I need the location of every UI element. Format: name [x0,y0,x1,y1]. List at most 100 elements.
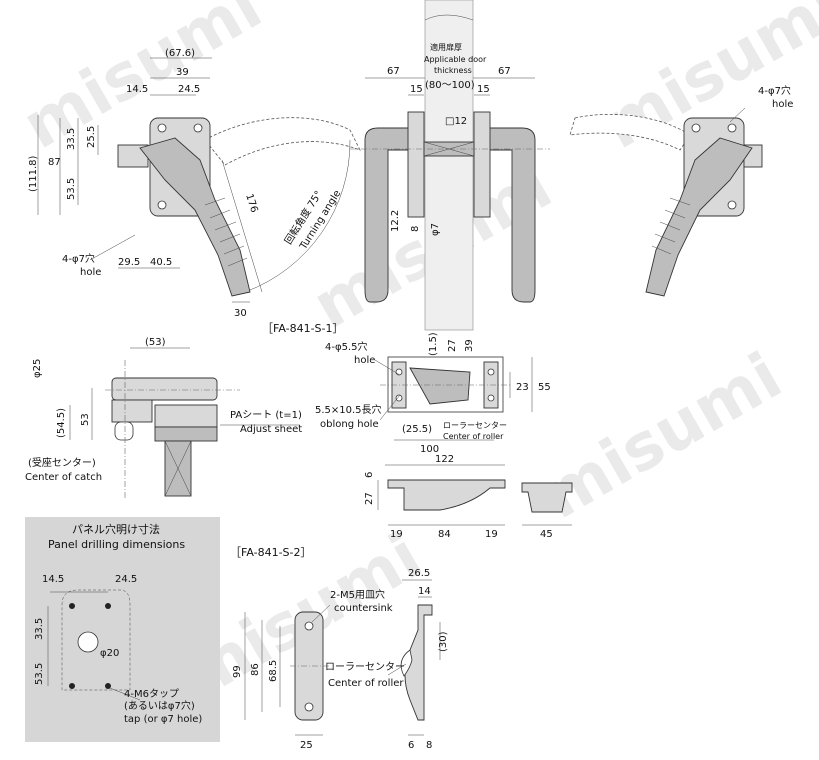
dim-176: 176 [243,193,259,215]
dim-40-5: 40.5 [150,257,172,268]
adjust-sheet-jp: PAシート (t=1) [230,410,302,421]
dim-23: 23 [516,382,529,393]
s2-dim-86: 86 [250,663,261,676]
handle-side [111,377,218,401]
dim-30: 30 [234,308,247,319]
dim-100: 100 [420,444,439,455]
hub [154,404,218,428]
s2-dim-25: 25 [300,740,313,751]
dim-19-left: 19 [390,529,403,540]
door-panel [424,0,474,331]
leader-line [729,107,746,123]
leader-line [387,663,407,676]
break-line [424,14,474,21]
leader-line [379,394,401,421]
thickness-en1: Applicable door [424,55,487,64]
dim-122: 122 [435,454,454,465]
panel-title-jp: パネル穴明け寸法 [72,522,160,536]
panel-title-en: Panel drilling dimensions [48,538,185,551]
dim-33-5: 33.5 [66,128,77,150]
right-base [473,111,491,218]
dim-8: 8 [410,226,421,232]
dim-line [221,159,263,293]
dim-19-right: 19 [485,529,498,540]
mount-hole [691,123,701,133]
s2-dim-6: 6 [408,740,414,751]
view-s1-front-right: 4-φ7穴 hole [569,84,793,297]
dim-29-5: 29.5 [118,257,140,268]
roller-cutout [400,649,413,677]
handle-lever-right [645,137,753,297]
catch-side-profile [387,479,506,511]
body-side [111,399,153,423]
hole-5-5-en: hole [354,355,375,366]
catch-end-profile [521,482,573,513]
shaft-hatch [164,440,192,497]
dim-45: 45 [540,529,553,540]
panel-dim-53-5: 53.5 [34,663,45,685]
panel-dim-24-5: 24.5 [115,574,137,585]
dim-25-5: (25.5) [402,424,432,435]
adjust-sheet [154,426,218,442]
hole-5-5-jp: 4-φ5.5穴 [325,340,367,353]
thickness-range: (80～100) [425,80,475,91]
dim-54-5: (54.5) [56,408,67,438]
dim-phi25: φ25 [32,359,43,378]
panel-hole [69,603,75,609]
dim-15-left: 15 [410,84,423,95]
dim-53: 53 [80,413,91,426]
dim-87: 87 [48,157,61,168]
left-base [407,111,425,218]
panel-phi20: φ20 [100,648,119,659]
dim-14-5: 14.5 [126,84,148,95]
dim-square-12: □12 [445,116,467,127]
mount-hole [157,200,167,210]
view-catch-plate: 4-φ5.5穴 hole 5.5×10.5長穴 oblong hole (1.5… [315,332,573,540]
right-handle [487,127,536,303]
dim-111-8: (111.8) [28,155,39,192]
dim-25-5: 25.5 [86,126,97,148]
countersink-en: countersink [334,603,393,614]
s2-dim-26-5: 26.5 [408,568,430,579]
s2-dim-99: 99 [232,665,243,678]
dim-12-2: 12.2 [390,210,401,232]
dim-left-67: 67 [387,66,400,77]
dim-55: 55 [538,382,551,393]
adjust-sheet-en: Adjust sheet [240,424,302,435]
leader-line [311,604,331,623]
panel-tap-jp1: 4-M6タップ [124,688,179,700]
catch-center-en: Center of catch [25,472,102,483]
dim-39: 39 [176,67,189,78]
hole-label-en: hole [80,267,101,278]
s2-dim-14: 14 [418,586,431,597]
panel-hole [105,603,111,609]
view-s1-section: 67 67 15 15 適用扉厚 Applicable door thickne… [350,0,550,331]
thickness-jp: 適用扉厚 [430,42,462,52]
countersink-jp: 2-M5用皿穴 [330,588,385,601]
catch-center-jp: (受座センター) [28,456,96,469]
view-s1-side-catch: φ25 (53) (54.5) 53 PAシート (t=1) Adjust sh… [25,337,302,500]
leader-line [89,234,136,261]
dim-39: 39 [464,339,475,352]
s1-view-label: ［FA-841-S-1］ [262,322,344,335]
panel-hole [105,683,111,689]
watermark-text: misumi [531,339,794,534]
left-handle [364,127,411,303]
catch-channel [409,367,471,405]
dim-53-5: 53.5 [66,178,77,200]
dim-15-right: 15 [477,84,490,95]
grip-lines-right [651,197,691,255]
countersink-hole [304,621,314,631]
panel-outline [61,589,131,691]
s2-view-label: ［FA-841-S-2］ [230,546,312,559]
swing-arc [204,117,361,166]
s2-dim-30: (30) [438,631,449,652]
countersink-hole [304,702,314,712]
center-bore [77,631,99,653]
panel-tap-en: tap (or φ7 hole) [124,714,202,725]
mount-hole [395,368,403,376]
hole-label-right-jp: 4-φ7穴 [758,84,791,97]
panel-drilling-box: パネル穴明け寸法 Panel drilling dimensions 14.5 … [25,517,220,742]
roller-center-jp: ローラーセンター [443,421,507,430]
panel-hole [69,683,75,689]
